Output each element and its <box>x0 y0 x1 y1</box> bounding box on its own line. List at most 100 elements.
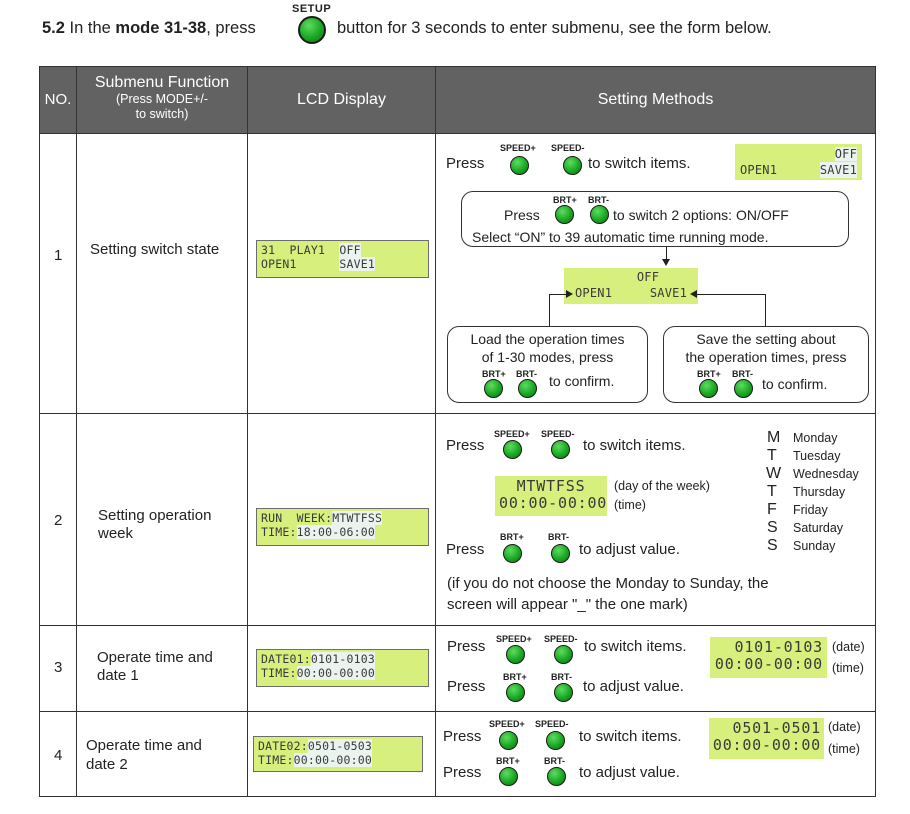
row4-press-label: Press <box>443 728 482 745</box>
row1-speed-minus-label: SPEED- <box>551 143 585 153</box>
page-heading: 5.2 In the mode 31-38, press <box>42 18 256 38</box>
header-no: NO. <box>40 67 76 133</box>
row1-load-brt-minus-button <box>518 379 537 398</box>
row4-brt-plus-label: BRT+ <box>496 756 520 766</box>
row3-number: 3 <box>54 659 63 676</box>
row1-function: Setting switch state <box>90 241 220 258</box>
row4-press-label-2: Press <box>443 764 482 781</box>
row1-arrow-right-horizontal <box>696 294 766 295</box>
row1-save-bubble: Save the setting about the operation tim… <box>663 326 869 403</box>
row4-speed-minus-button <box>546 731 565 750</box>
row3-adjust-text: to adjust value. <box>583 678 684 695</box>
row1-press-label: Press <box>446 155 485 172</box>
row2-speed-minus-label: SPEED- <box>541 429 575 439</box>
row1-save-text2: the operation times, press <box>685 349 847 365</box>
row4-speed-plus-button <box>499 731 518 750</box>
row2-press-label: Press <box>446 437 485 454</box>
row3-press-label-2: Press <box>447 678 486 695</box>
row2-adjust-text: to adjust value. <box>579 541 680 558</box>
heading-press: , press <box>206 19 256 37</box>
row3-switch-items-text: to switch items. <box>584 638 687 655</box>
row1-speed-plus-button <box>510 156 529 175</box>
header-function-title: Submenu Function <box>94 74 230 91</box>
row1-switch-items-text: to switch items. <box>588 155 691 172</box>
row1-save-text1: Save the setting about <box>696 331 836 347</box>
row1-options-press-label: Press <box>504 207 540 223</box>
header-methods: Setting Methods <box>436 67 875 133</box>
row1-arrow-left-vertical <box>549 294 550 335</box>
row4-function-line2: date 2 <box>86 756 128 773</box>
row1-load-brt-minus-label: BRT- <box>516 369 537 379</box>
row1-save-confirm-text: to confirm. <box>762 376 828 392</box>
weekday-letter: S <box>767 519 778 536</box>
row4-adjust-text: to adjust value. <box>579 764 680 781</box>
row2-brt-minus-label: BRT- <box>548 532 569 542</box>
weekday-letter: T <box>767 447 777 464</box>
row1-arrow-down-line <box>666 247 667 261</box>
row2-speed-plus-button <box>503 440 522 459</box>
header-function-sub1: (Press MODE+/- <box>115 92 209 106</box>
row1-arrow-down-head <box>662 259 670 266</box>
weekday-name: Tuesday <box>793 449 841 463</box>
row1-brt-plus-label: BRT+ <box>553 195 577 205</box>
heading-mode: mode 31-38 <box>115 19 207 37</box>
row4-brt-minus-button <box>547 767 566 786</box>
weekday-letter: S <box>767 537 778 554</box>
row4-brt-plus-button <box>499 767 518 786</box>
row1-select-text: Select “ON” to 39 automatic time running… <box>472 229 769 245</box>
row2-number: 2 <box>54 512 63 529</box>
header-function-sub2: to switch) <box>135 107 189 121</box>
weekday-letter: W <box>766 465 782 482</box>
row1-save-brt-minus-label: BRT- <box>732 369 753 379</box>
row2-brt-plus-label: BRT+ <box>500 532 524 542</box>
row4-function-line1: Operate time and <box>86 737 202 754</box>
row1-load-confirm-text: to confirm. <box>549 373 615 389</box>
row3-date-note: (date) <box>832 640 865 654</box>
row3-brt-minus-button <box>554 683 573 702</box>
header-lcd: LCD Display <box>248 67 435 133</box>
row1-load-bubble: Load the operation times of 1-30 modes, … <box>447 326 648 403</box>
row1-arrow-right-head <box>690 290 697 298</box>
row4-switch-items-text: to switch items. <box>579 728 682 745</box>
heading-rest: button for 3 seconds to enter submenu, s… <box>337 19 772 37</box>
row1-load-brt-plus-label: BRT+ <box>482 369 506 379</box>
row1-speed-minus-button <box>563 156 582 175</box>
weekday-name: Friday <box>793 503 828 517</box>
row1-brt-plus-button <box>555 205 574 224</box>
row1-brt-minus-label: BRT- <box>588 195 609 205</box>
row3-time-note: (time) <box>832 661 864 675</box>
row1-arrow-left-head <box>566 290 573 298</box>
row2-day-note: (day of the week) <box>614 479 710 493</box>
section-number: 5.2 <box>42 19 65 37</box>
row1-save-brt-plus-label: BRT+ <box>697 369 721 379</box>
weekday-letter: F <box>767 501 777 518</box>
row1-save-brt-plus-button <box>699 379 718 398</box>
row1-brt-minus-button <box>590 205 609 224</box>
row2-function-line1: Setting operation <box>98 507 212 524</box>
setup-label: SETUP <box>292 3 332 15</box>
row4-time-note: (time) <box>828 742 860 756</box>
row2-note-line1: (if you do not choose the Monday to Sund… <box>447 575 769 592</box>
row3-function-line2: date 1 <box>97 667 139 684</box>
row3-speed-minus-button <box>554 645 573 664</box>
heading-in-the: In the <box>69 19 111 37</box>
row2-note-line2: screen will appear "_" the one mark) <box>447 596 688 613</box>
row1-save-brt-minus-button <box>734 379 753 398</box>
row3-speed-plus-button <box>506 645 525 664</box>
row2-time-note: (time) <box>614 498 646 512</box>
row4-speed-plus-label: SPEED+ <box>489 719 525 729</box>
row1-load-brt-plus-button <box>484 379 503 398</box>
weekday-name: Wednesday <box>793 467 859 481</box>
row3-function-line1: Operate time and <box>97 649 213 666</box>
weekday-name: Saturday <box>793 521 844 535</box>
weekday-letter: T <box>767 483 777 500</box>
row3-speed-minus-label: SPEED- <box>544 634 578 644</box>
header-function: Submenu Function (Press MODE+/- to switc… <box>77 67 247 133</box>
